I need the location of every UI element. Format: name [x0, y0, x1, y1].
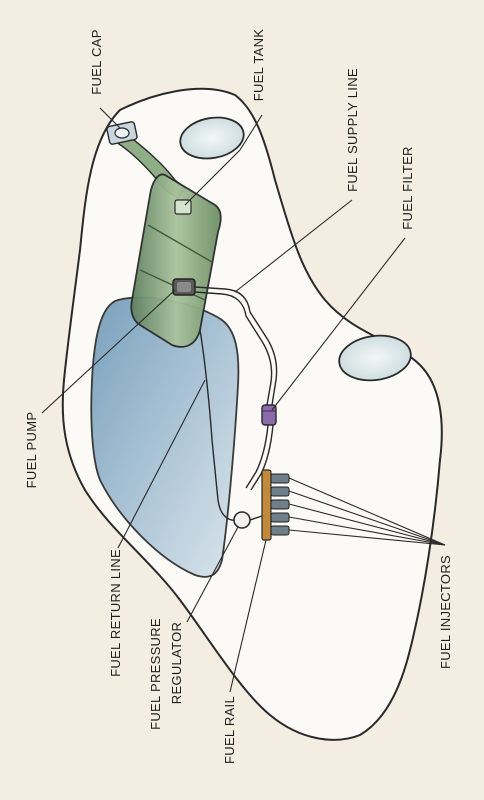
fuel-injector [271, 526, 289, 535]
label-fuel-pressure-line2: REGULATOR [169, 622, 184, 704]
fuel-rail [262, 470, 271, 540]
label-fuel-pump: FUEL PUMP [24, 412, 39, 489]
label-fuel-pressure-line1: FUEL PRESSURE [148, 618, 163, 730]
label-fuel-injectors: FUEL INJECTORS [438, 555, 453, 669]
fuel-injector [271, 487, 289, 496]
fuel-injector [271, 513, 289, 522]
fuel-injector [271, 500, 289, 509]
fuel-pump [173, 279, 195, 295]
label-fuel-cap: FUEL CAP [89, 29, 104, 95]
label-fuel-filter: FUEL FILTER [400, 146, 415, 229]
label-fuel-tank: FUEL TANK [251, 29, 266, 102]
fuel-pressure-regulator [234, 512, 250, 528]
fuel-injectors [271, 474, 289, 535]
label-fuel-return-line: FUEL RETURN LINE [108, 549, 123, 677]
label-fuel-supply-line: FUEL SUPPLY LINE [345, 68, 360, 192]
label-fuel-rail: FUEL RAIL [222, 696, 237, 764]
fuel-injector [271, 474, 289, 483]
